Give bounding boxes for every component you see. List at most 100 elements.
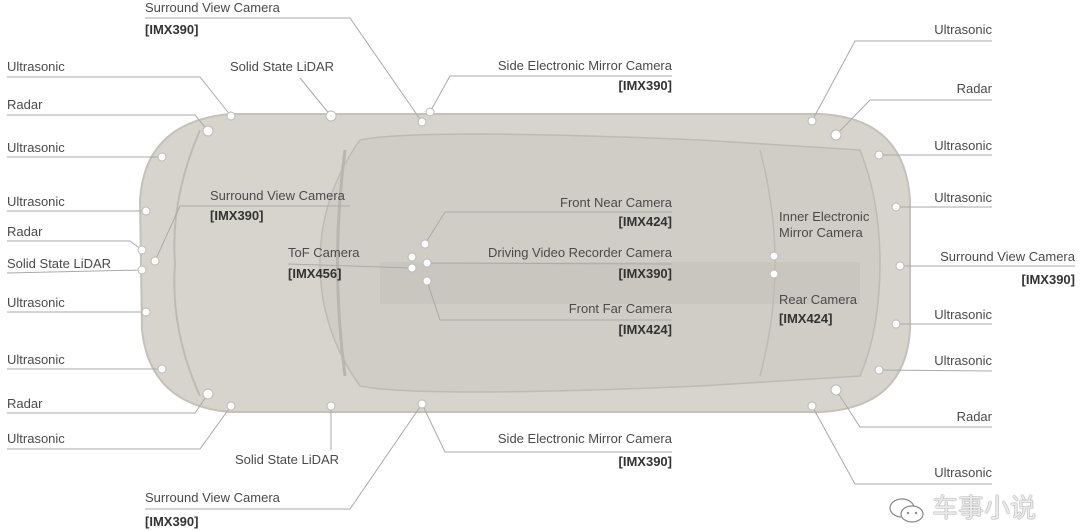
- sensor-dots: [137, 107, 905, 411]
- label-side-mirror-bottom: Side Electronic Mirror Camera: [497, 431, 672, 446]
- sensor-dot: [769, 251, 779, 261]
- leader-lidar-front: [6, 269, 143, 274]
- leader-lines: [6, 17, 1075, 510]
- leader-front-far: [426, 280, 672, 321]
- label-ultrasonic: Ultrasonic: [7, 352, 65, 367]
- sensor-dot: [420, 239, 430, 249]
- label-inner-mirror-line1: Inner Electronic: [779, 209, 870, 224]
- leader-sv-bottom: [145, 403, 423, 510]
- label-radar: Radar: [956, 81, 992, 96]
- label-tof-camera: ToF Camera: [288, 245, 360, 260]
- sensor-dot: [830, 384, 842, 396]
- label-side-mirror-top-code: [IMX390]: [618, 78, 672, 93]
- sensor-dot: [141, 307, 151, 317]
- wechat-icon: [889, 498, 924, 523]
- sensor-dot: [325, 110, 337, 122]
- label-side-mirror-top: Side Electronic Mirror Camera: [497, 58, 672, 73]
- label-radar: Radar: [7, 396, 43, 411]
- hood-line-bottom: [173, 262, 201, 397]
- sensor-dot: [417, 117, 427, 127]
- label-tof-camera-code: [IMX456]: [288, 266, 342, 281]
- label-surround-view-bottom: Surround View Camera: [145, 490, 280, 505]
- label-radar: Radar: [7, 97, 43, 112]
- label-driving-video-recorder: Driving Video Recorder Camera: [487, 245, 672, 260]
- sensor-dot: [422, 258, 432, 268]
- car-roof-shade: [380, 262, 860, 304]
- leader-us-r5: [878, 369, 993, 372]
- label-ultrasonic: Ultrasonic: [7, 59, 65, 74]
- sensor-dot: [874, 365, 884, 375]
- label-rear-camera: Rear Camera: [779, 292, 858, 307]
- sensor-dot: [422, 276, 432, 286]
- label-surround-view-rear-code: [IMX390]: [1021, 272, 1075, 287]
- sensor-dot: [157, 364, 167, 374]
- sensor-dot: [874, 150, 884, 160]
- sensor-dot: [202, 125, 214, 137]
- label-rear-camera-code: [IMX424]: [779, 311, 833, 326]
- leader-us-r6: [811, 405, 992, 485]
- sensor-dot: [202, 388, 214, 400]
- sensor-dot: [895, 261, 905, 271]
- leader-us-l1: [7, 76, 232, 117]
- leader-radar-r2: [835, 389, 992, 428]
- label-ultrasonic: Ultrasonic: [7, 431, 65, 446]
- label-ultrasonic: Ultrasonic: [934, 307, 992, 322]
- sensor-dot: [157, 152, 167, 162]
- hood-line-top: [173, 129, 201, 264]
- watermark-text: 车事小说: [932, 494, 1037, 524]
- label-ultrasonic: Ultrasonic: [934, 138, 992, 153]
- sensor-dot: [417, 399, 427, 409]
- leader-tof: [287, 263, 413, 269]
- label-surround-view-top-code: [IMX390]: [145, 22, 199, 37]
- label-side-mirror-bottom-code: [IMX390]: [618, 454, 672, 469]
- label-ultrasonic: Ultrasonic: [7, 140, 65, 155]
- label-front-near-camera: Front Near Camera: [560, 195, 672, 210]
- leader-us-l6: [7, 405, 232, 450]
- leader-side-mirror-bottom: [421, 403, 672, 453]
- sensor-dot: [137, 265, 147, 275]
- leader-front-near: [424, 211, 672, 245]
- leader-radar-l2: [7, 240, 143, 251]
- label-surround-view-front: Surround View Camera: [210, 188, 345, 203]
- windshield-line: [336, 149, 347, 377]
- sensor-dot: [326, 401, 336, 411]
- sensor-dot: [141, 206, 151, 216]
- label-radar: Radar: [7, 224, 43, 239]
- leader-dvr: [426, 262, 673, 265]
- label-ultrasonic: Ultrasonic: [7, 295, 65, 310]
- label-surround-view-front-code: [IMX390]: [210, 208, 264, 223]
- sensor-dot: [407, 252, 417, 262]
- sensor-dot: [137, 245, 147, 255]
- label-ultrasonic: Ultrasonic: [934, 353, 992, 368]
- label-front-far-camera: Front Far Camera: [568, 301, 672, 316]
- sensor-dot: [891, 319, 901, 329]
- leader-radar-r1: [835, 99, 992, 136]
- label-surround-view-top: Surround View Camera: [145, 0, 280, 15]
- label-front-far-camera-code: [IMX424]: [618, 322, 672, 337]
- label-ultrasonic: Ultrasonic: [7, 194, 65, 209]
- label-driving-video-recorder-code: [IMX390]: [618, 266, 672, 281]
- sensor-dot: [226, 111, 236, 121]
- leader-sv-top: [145, 17, 423, 123]
- label-solid-state-lidar: Solid State LiDAR: [7, 256, 112, 271]
- sensor-dot: [891, 202, 901, 212]
- label-solid-state-lidar-top: Solid State LiDAR: [230, 59, 335, 74]
- label-solid-state-lidar-bottom: Solid State LiDAR: [235, 452, 340, 467]
- sensor-dot: [830, 129, 842, 141]
- rear-window-line: [759, 149, 776, 377]
- sensor-dot: [150, 256, 160, 266]
- leader-radar-l3: [7, 393, 209, 414]
- leader-side-mirror-top: [429, 75, 672, 113]
- sensor-dot: [807, 401, 817, 411]
- label-ultrasonic: Ultrasonic: [934, 190, 992, 205]
- label-radar: Radar: [956, 409, 992, 424]
- label-ultrasonic: Ultrasonic: [934, 465, 992, 480]
- leader-sv-front: [154, 205, 350, 262]
- label-inner-mirror-line2: Mirror Camera: [779, 225, 863, 240]
- sensor-dot: [407, 263, 417, 273]
- sensor-dot: [226, 401, 236, 411]
- leader-radar-l1: [7, 114, 209, 132]
- label-surround-view-rear: Surround View Camera: [940, 249, 1075, 264]
- label-surround-view-bottom-code: [IMX390]: [145, 514, 199, 529]
